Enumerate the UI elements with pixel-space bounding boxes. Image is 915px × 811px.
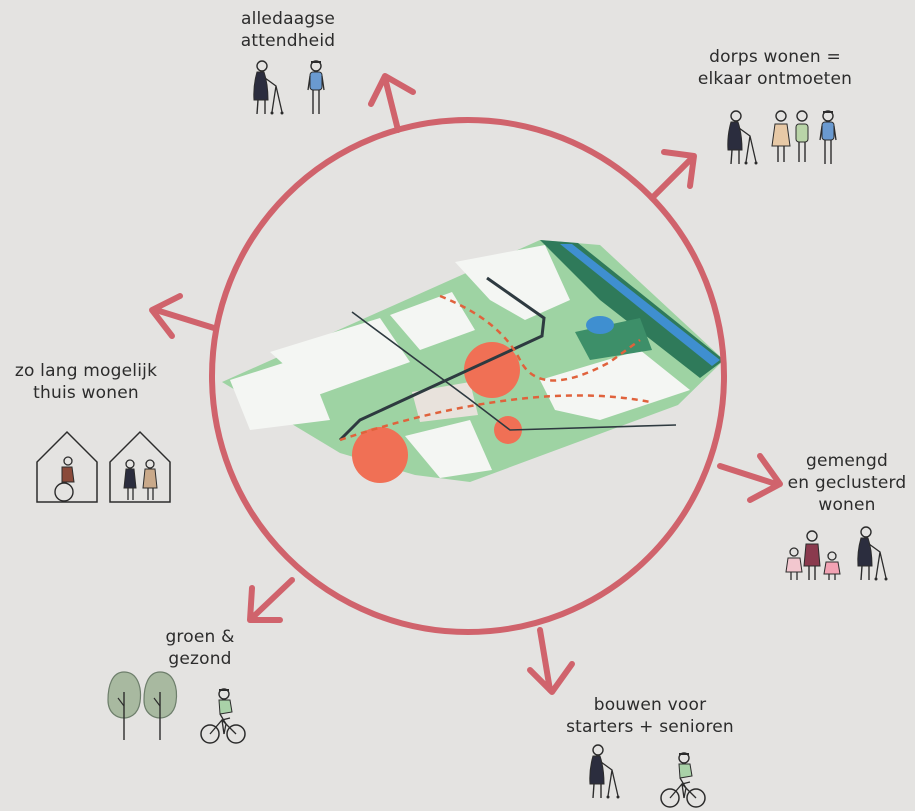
top-right-pictograms <box>727 110 837 166</box>
arrowhead <box>247 585 283 623</box>
person-icon <box>819 110 837 165</box>
cyclist-icon <box>200 688 246 744</box>
route-line <box>338 276 546 442</box>
label-line: dorps wonen = <box>709 47 841 67</box>
hotspot-circle <box>352 427 408 483</box>
map-square <box>412 382 478 422</box>
label-right: gemengd en geclusterd wonen <box>782 450 912 516</box>
arrowhead <box>661 149 697 189</box>
map-block <box>540 350 690 420</box>
map-block <box>390 292 475 350</box>
label-line: starters + senioren <box>566 717 734 737</box>
elderly-walker-icon <box>589 744 621 800</box>
bottom-pictograms <box>589 744 706 808</box>
arrow-top <box>382 75 401 133</box>
map-block <box>455 245 570 320</box>
house-elderly-couple-icon <box>109 431 171 503</box>
label-line: alledaagse <box>240 9 336 29</box>
house-wheelchair-icon <box>36 431 98 503</box>
right-pictograms <box>785 526 889 582</box>
hotspot-circle <box>464 342 520 398</box>
ring <box>209 117 727 635</box>
label-line: attendheid <box>240 31 336 51</box>
person-icon <box>307 60 325 115</box>
label-line: zo lang mogelijk <box>14 361 158 381</box>
label-top: alledaagse attendheid <box>223 8 353 52</box>
label-line: gemengd <box>805 451 889 471</box>
label-line: en geclusterd <box>787 473 907 493</box>
tree-icon <box>143 671 178 741</box>
label-bottom-left: groen & gezond <box>150 626 250 670</box>
ring-with-arrows <box>149 73 783 695</box>
tree-icon <box>107 671 142 741</box>
route-line <box>351 311 677 431</box>
label-line: elkaar ontmoeten <box>697 69 853 89</box>
label-top-right: dorps wonen = elkaar ontmoeten <box>690 46 860 90</box>
elderly-walker-icon <box>253 60 285 116</box>
arrow-bottom-left <box>249 577 295 621</box>
arrowhead <box>747 453 783 503</box>
arrow-left <box>153 307 217 331</box>
pond <box>586 316 614 334</box>
elderly-walker-icon <box>857 526 889 582</box>
arrowhead <box>149 293 183 339</box>
map-block <box>405 420 492 478</box>
route-dashed <box>439 294 641 382</box>
masterplan-map <box>222 240 724 483</box>
arrow-top-right <box>649 155 695 201</box>
arrowhead <box>527 661 575 695</box>
left-pictograms <box>36 431 171 503</box>
label-line: groen & <box>165 627 235 647</box>
map-block <box>270 318 410 395</box>
top-pictograms <box>253 60 325 116</box>
family-icon <box>785 530 841 580</box>
label-left: zo lang mogelijk thuis wonen <box>6 360 166 404</box>
label-line: gezond <box>168 649 232 669</box>
map-water <box>560 244 720 366</box>
cyclist-icon <box>660 752 706 808</box>
arrow-bottom <box>537 627 553 693</box>
label-line: wonen <box>818 495 876 515</box>
bottom-left-pictograms <box>107 671 246 744</box>
couple-icon <box>771 110 809 162</box>
arrowhead <box>368 73 416 107</box>
elderly-walker-icon <box>727 110 759 166</box>
map-forest <box>540 240 724 378</box>
label-line: bouwen voor <box>593 695 707 715</box>
label-bottom: bouwen voor starters + senioren <box>560 694 740 738</box>
arrow-right <box>717 463 779 487</box>
label-line: thuis wonen <box>33 383 139 403</box>
